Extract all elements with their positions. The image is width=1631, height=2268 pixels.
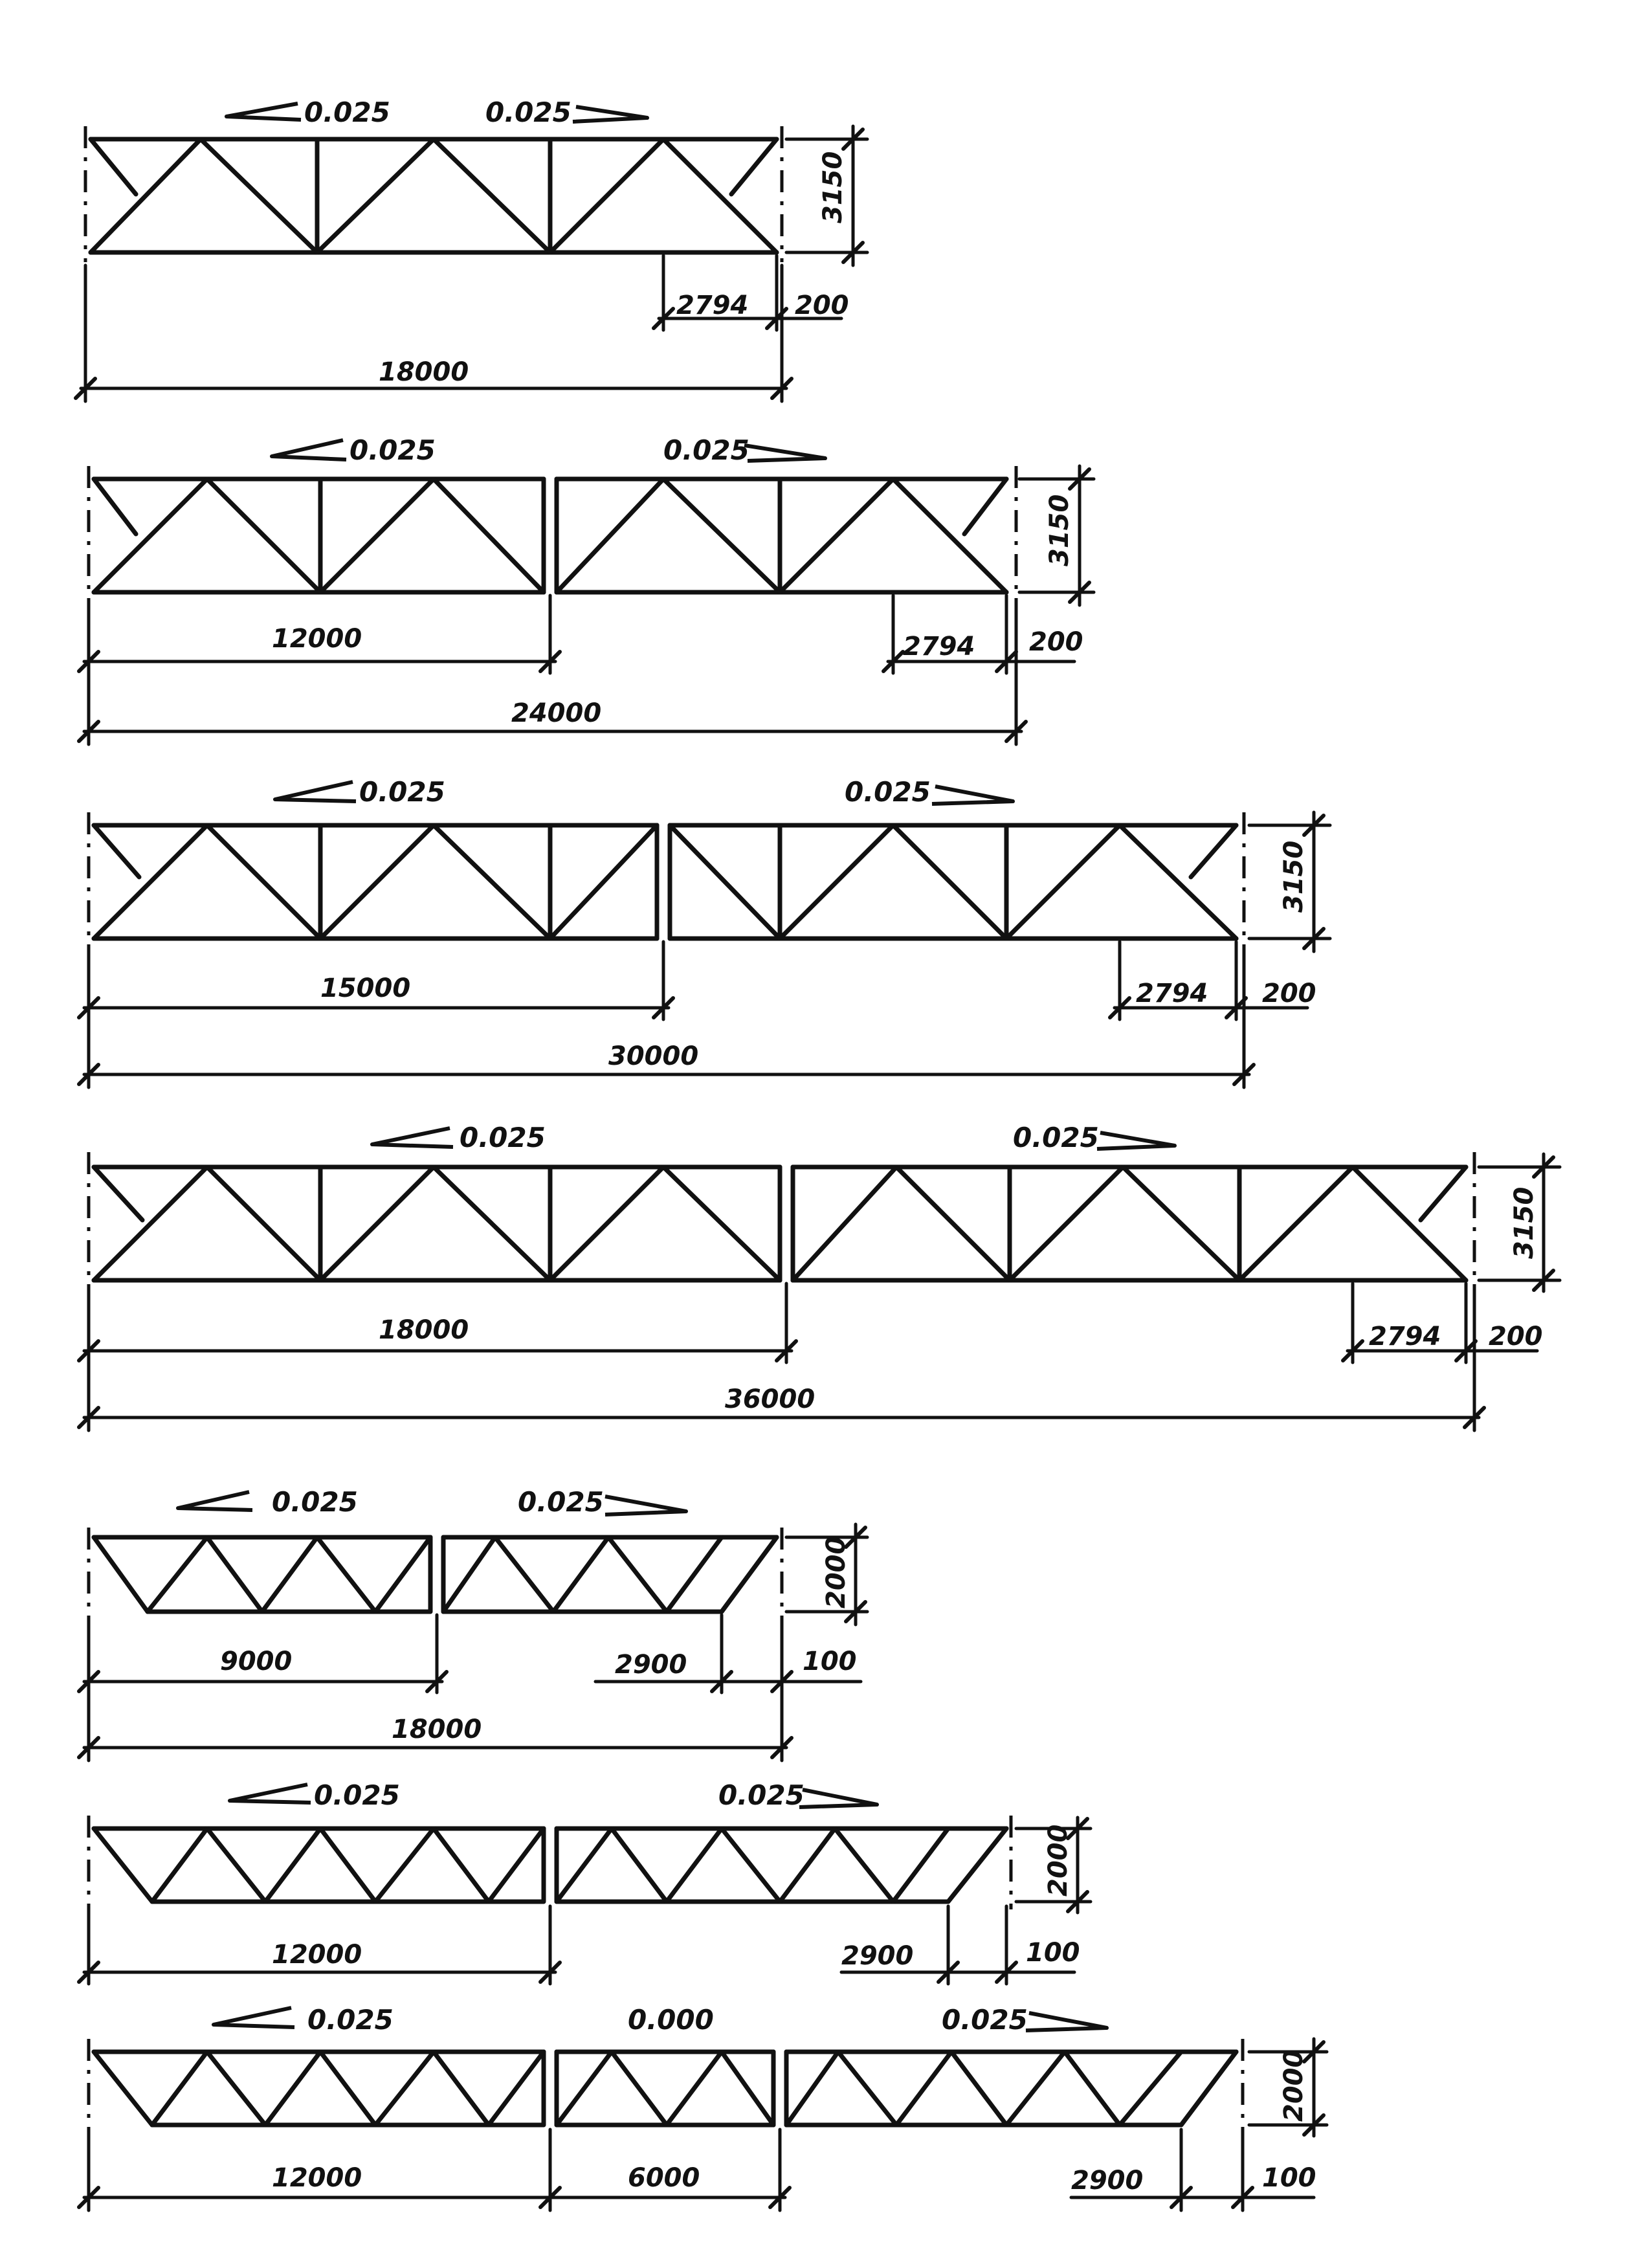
slope-label: 0.025 xyxy=(1013,1122,1099,1153)
panel-dimension xyxy=(882,594,1076,675)
height-label: 2000 xyxy=(1043,1825,1073,1896)
height-label: 3150 xyxy=(1509,1187,1539,1259)
span-dimension xyxy=(77,1616,793,1762)
slope-label: 0.025 xyxy=(304,96,390,128)
slope-label: 0.025 xyxy=(663,434,749,466)
slope-arrow-right xyxy=(1096,1131,1177,1151)
slope-label: 0.025 xyxy=(485,96,571,128)
slope-arrow-left xyxy=(370,1126,454,1149)
slope-label: 0.025 xyxy=(460,1122,546,1153)
span-label: 18000 xyxy=(379,1315,469,1345)
span-label: 18000 xyxy=(392,1715,482,1744)
span-label: 15000 xyxy=(320,973,410,1003)
truss-2-frame xyxy=(91,476,1009,595)
span-dimension xyxy=(77,940,675,1021)
span-label: 9000 xyxy=(220,1647,292,1676)
offset-label: 200 xyxy=(1029,627,1083,657)
slope-label: 0.025 xyxy=(718,1779,804,1811)
truss-2: 0.025 0.025 3150 2794 200 12000 xyxy=(77,434,1096,746)
panel-label: 2794 xyxy=(1369,1322,1441,1351)
truss-1-frame xyxy=(88,137,779,255)
span-label: 24000 xyxy=(511,698,601,728)
span-label: 36000 xyxy=(725,1384,815,1414)
slope-label: 0.000 xyxy=(628,2004,714,2036)
height-dimension xyxy=(784,124,869,267)
span-dimension xyxy=(77,2128,792,2212)
slope-arrow-left xyxy=(273,780,357,803)
panel-label: 2900 xyxy=(615,1650,687,1680)
span-label: 12000 xyxy=(272,2163,362,2193)
offset-label: 200 xyxy=(1262,979,1316,1008)
panel-label: 2794 xyxy=(903,632,975,662)
offset-label: 200 xyxy=(1489,1322,1543,1351)
span-dimension xyxy=(77,600,1028,746)
truss-4: 0.025 0.025 3150 2794 200 18000 xyxy=(77,1122,1562,1432)
span-dimension xyxy=(77,1282,798,1364)
slope-arrow-left xyxy=(176,1490,253,1512)
height-label: 3150 xyxy=(1045,495,1074,566)
slope-label: 0.025 xyxy=(359,776,445,808)
slope-label: 0.025 xyxy=(307,2004,394,2036)
offset-label: 100 xyxy=(1262,2163,1316,2193)
height-label: 2000 xyxy=(821,1537,851,1608)
truss-6: 0.025 0.025 2000 2900 100 12000 xyxy=(77,1779,1093,1986)
panel-dimension xyxy=(594,1613,863,1695)
slope-arrow-left xyxy=(212,2006,295,2029)
slope-arrow-right xyxy=(1025,2011,1109,2032)
panel-label: 2900 xyxy=(1071,2166,1143,2196)
offset-label: 100 xyxy=(803,1647,857,1676)
slope-arrow-right xyxy=(605,1495,688,1517)
truss-3: 0.025 0.025 3150 2794 200 15000 xyxy=(77,776,1332,1089)
height-label: 3150 xyxy=(1279,841,1309,913)
span-label: 18000 xyxy=(379,357,469,387)
slope-label: 0.025 xyxy=(518,1486,604,1518)
slope-arrow-left xyxy=(270,438,347,461)
height-dimension xyxy=(1247,810,1332,953)
height-dimension xyxy=(1017,464,1096,607)
panel-dimension xyxy=(839,1904,1076,1986)
slope-arrow-left xyxy=(225,102,302,122)
slope-arrow-right xyxy=(572,105,649,124)
panel-label: 2794 xyxy=(676,291,748,320)
slope-label: 0.025 xyxy=(845,776,931,808)
truss-1: 0.025 0.025 3150 2794 200 18000 xyxy=(74,96,869,403)
height-dimension xyxy=(784,1522,869,1627)
truss-7-frame xyxy=(91,2049,1239,2128)
span-label: 6000 xyxy=(628,2163,700,2193)
slope-arrow-left xyxy=(228,1783,311,1805)
height-label: 2000 xyxy=(1279,2050,1309,2122)
span-label: 12000 xyxy=(272,1940,362,1970)
slope-arrow-right xyxy=(744,443,827,463)
slope-arrow-right xyxy=(799,1788,879,1809)
span-dimension xyxy=(77,594,562,675)
panel-label: 2794 xyxy=(1136,979,1208,1008)
truss-4-frame xyxy=(91,1164,1469,1283)
span-dimension xyxy=(74,263,793,403)
span-label: 30000 xyxy=(608,1041,698,1071)
slope-label: 0.025 xyxy=(314,1779,400,1811)
height-label: 3150 xyxy=(818,151,848,223)
truss-6-frame xyxy=(91,1826,1009,1904)
slope-label: 0.025 xyxy=(350,434,436,466)
slope-label: 0.025 xyxy=(272,1486,358,1518)
span-label: 12000 xyxy=(272,624,362,654)
height-dimension xyxy=(1247,2037,1329,2138)
truss-3-frame xyxy=(91,823,1239,941)
offset-label: 100 xyxy=(1026,1938,1080,1968)
slope-label: 0.025 xyxy=(942,2004,1028,2036)
panel-dimension xyxy=(1069,2128,1316,2212)
span-dimension xyxy=(77,946,1256,1089)
panel-label: 2900 xyxy=(841,1941,913,1971)
slope-arrow-right xyxy=(931,784,1015,806)
truss-5: 0.025 0.025 2000 2900 100 9000 xyxy=(77,1486,869,1762)
truss-7: 0.025 0.000 0.025 2000 2900 100 xyxy=(77,2004,1329,2212)
height-dimension xyxy=(1014,1816,1093,1915)
height-dimension xyxy=(1477,1152,1562,1293)
panel-dimension xyxy=(1341,1282,1539,1364)
offset-label: 200 xyxy=(795,291,849,320)
span-dimension xyxy=(77,1289,1486,1432)
span-dimension xyxy=(77,1904,562,1986)
truss-5-frame xyxy=(91,1535,779,1614)
